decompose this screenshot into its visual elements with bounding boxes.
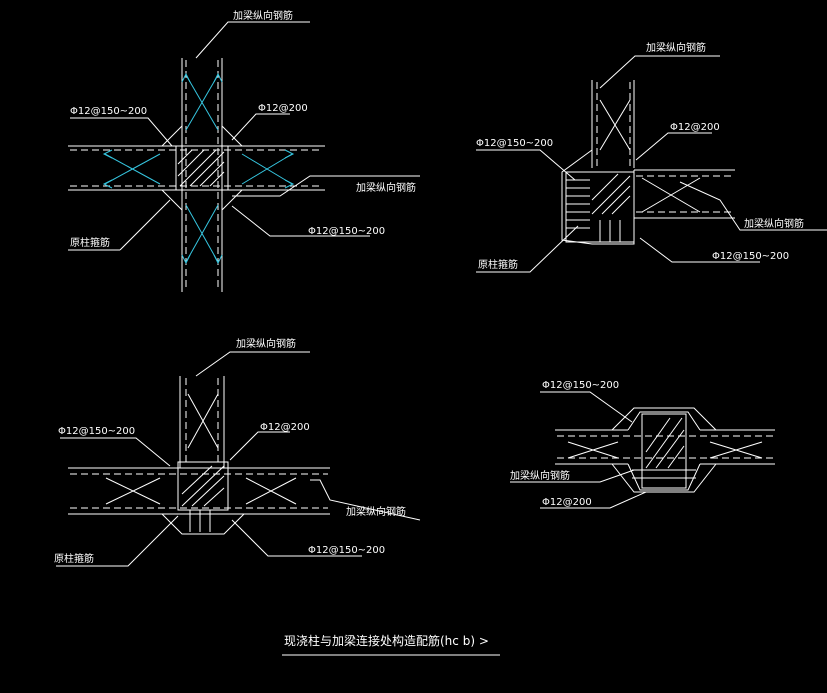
detail-beam-through bbox=[510, 391, 775, 509]
label-stirrup-150-200-2b: Φ12@150~200 bbox=[712, 251, 789, 262]
label-stirrup-150-200-1b: Φ12@150~200 bbox=[308, 226, 385, 237]
label-stirrup-200-3: Φ12@200 bbox=[260, 422, 310, 433]
label-stirrup-150-200-2a: Φ12@150~200 bbox=[476, 138, 553, 149]
label-stirrup-150-200-3a: Φ12@150~200 bbox=[58, 426, 135, 437]
detail-edge-joint-top bbox=[476, 55, 827, 273]
detail-interior-joint bbox=[68, 21, 420, 292]
drawing-caption: 现浇柱与加梁连接处构造配筋(hc b) > bbox=[284, 633, 489, 648]
label-orig-stirrup-3: 原柱箍筋 bbox=[54, 552, 94, 565]
label-stirrup-150-200-3b: Φ12@150~200 bbox=[308, 545, 385, 556]
label-orig-stirrup-2: 原柱箍筋 bbox=[478, 258, 518, 271]
label-beam-long-rebar-1: 加梁纵向钢筋 bbox=[233, 9, 293, 22]
label-stirrup-200-1: Φ12@200 bbox=[258, 103, 308, 114]
label-beam-long-rebar-1b: 加梁纵向钢筋 bbox=[356, 181, 416, 194]
label-stirrup-200-4: Φ12@200 bbox=[542, 497, 592, 508]
label-beam-long-rebar-4: 加梁纵向钢筋 bbox=[510, 469, 570, 482]
label-beam-long-rebar-2: 加梁纵向钢筋 bbox=[646, 41, 706, 54]
label-beam-long-rebar-3: 加梁纵向钢筋 bbox=[236, 337, 296, 350]
detail-t-joint bbox=[56, 351, 421, 567]
label-beam-long-rebar-2b: 加梁纵向钢筋 bbox=[744, 217, 804, 230]
label-stirrup-150-200-1a: Φ12@150~200 bbox=[70, 106, 147, 117]
label-stirrup-200-2: Φ12@200 bbox=[670, 122, 720, 133]
label-beam-long-rebar-3b: 加梁纵向钢筋 bbox=[346, 505, 406, 518]
label-orig-stirrup-1: 原柱箍筋 bbox=[70, 236, 110, 249]
label-stirrup-150-200-4: Φ12@150~200 bbox=[542, 380, 619, 391]
